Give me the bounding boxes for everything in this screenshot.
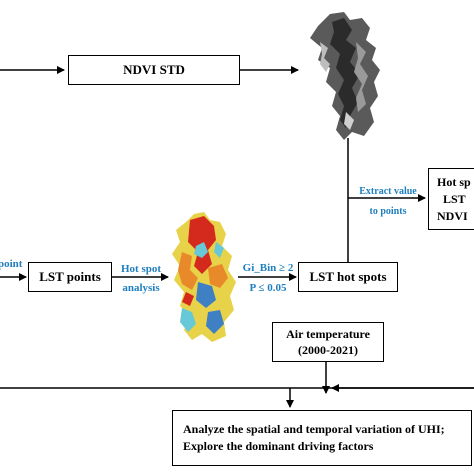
- lst-points-label: LST points: [39, 269, 101, 284]
- air-temperature-box: Air temperature (2000-2021): [272, 322, 384, 362]
- hot-spot-analysis-label: Hot spot analysis: [114, 260, 168, 298]
- gi-bin-line-1: Gi_Bin ≥ 2: [242, 262, 294, 274]
- hot-spots-line-3: NDVI: [437, 208, 468, 223]
- hot-spots-line-1: Hot sp: [437, 174, 471, 189]
- analyze-box: Analyze the spatial and temporal variati…: [172, 410, 472, 466]
- lst-hot-spots-label: LST hot spots: [309, 269, 387, 284]
- lst-hot-spot-map-image: [172, 212, 236, 342]
- ndvi-std-map-image: [310, 12, 380, 140]
- gi-bin-line-2: P ≤ 0.05: [249, 282, 287, 294]
- extract-value-line-2: to points: [369, 206, 407, 217]
- gi-bin-label: Gi_Bin ≥ 2 P ≤ 0.05: [238, 258, 298, 298]
- analyze-line-1: Analyze the spatial and temporal variati…: [183, 422, 445, 436]
- hot-spots-result-box: Hot sp LST NDVI: [428, 168, 474, 230]
- hot-spot-analysis-line-1: Hot spot: [120, 263, 162, 275]
- hot-spot-analysis-line-2: analysis: [122, 282, 160, 294]
- lst-hot-spots-box: LST hot spots: [298, 262, 398, 292]
- ndvi-std-box: NDVI STD: [68, 55, 240, 85]
- air-temperature-line-2: (2000-2021): [298, 343, 358, 357]
- extract-value-line-1: Extract value: [359, 186, 417, 197]
- analyze-line-2: Explore the dominant driving factors: [183, 439, 374, 453]
- to-point-label: point: [0, 258, 23, 270]
- lst-points-box: LST points: [28, 262, 112, 292]
- air-temperature-line-1: Air temperature: [286, 327, 370, 341]
- hot-spots-line-2: LST: [443, 191, 466, 206]
- extract-value-label: Extract value to points: [352, 182, 424, 222]
- ndvi-std-label: NDVI STD: [123, 62, 185, 77]
